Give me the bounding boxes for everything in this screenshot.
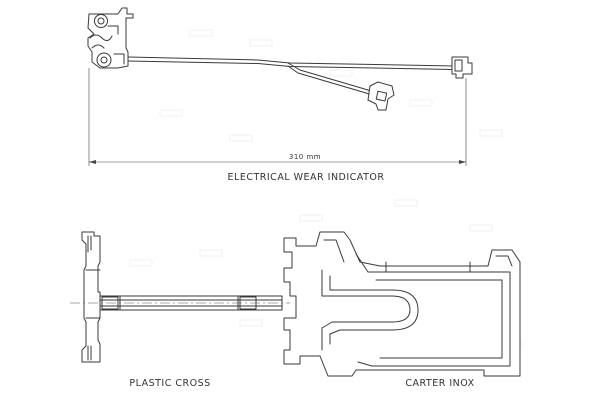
dimension-310mm: 310 mm — [88, 68, 467, 166]
sensor-clip-head — [87, 7, 134, 69]
end-connector-right — [451, 56, 473, 79]
carter-inox-caption: CARTER INOX — [405, 378, 474, 389]
plastic-cross-drawing: PLASTIC CROSS — [70, 231, 290, 389]
wear-indicator-drawing: 310 mm ELECTRICAL WEAR INDICATOR — [87, 7, 473, 183]
plastic-cross-caption: PLASTIC CROSS — [129, 378, 210, 389]
top-caption: ELECTRICAL WEAR INDICATOR — [228, 172, 385, 183]
cable — [127, 56, 455, 96]
carter-inox-drawing: CARTER INOX — [283, 231, 521, 389]
end-connector-branch — [367, 81, 395, 111]
dimension-label: 310 mm — [289, 153, 321, 161]
